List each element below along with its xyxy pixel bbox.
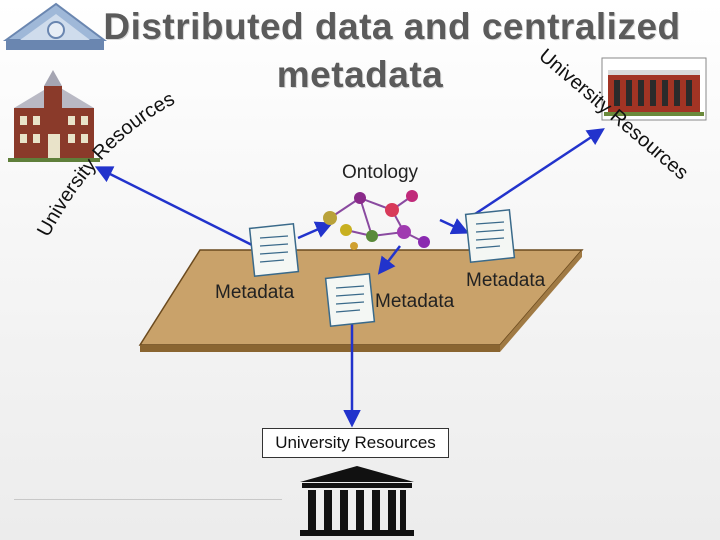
metadata-document-icon-right <box>464 209 516 263</box>
page-title-line2: metadata <box>276 54 444 95</box>
arrow-to-right-building <box>471 128 605 218</box>
metadata-label-right: Metadata <box>466 270 546 291</box>
arrow-to-left-building <box>94 166 253 247</box>
metadata-document-icon-center <box>324 273 376 327</box>
footer-divider <box>14 499 282 500</box>
metadata-document-icon-left <box>248 223 300 277</box>
ontology-label: Ontology <box>342 162 419 183</box>
logo-icon <box>2 2 107 50</box>
page-title-line1: Distributed data and centralized <box>103 6 681 47</box>
arrow-to-right-metadata <box>439 218 470 235</box>
university-building-bottom-icon <box>300 466 414 536</box>
ontology-graph-icon <box>323 190 430 250</box>
metadata-label-left: Metadata <box>215 282 295 303</box>
university-building-left-icon <box>8 70 100 162</box>
university-resources-box: University Resources <box>262 428 449 458</box>
arrow-to-ontology <box>297 221 334 240</box>
university-building-right-icon <box>601 57 707 121</box>
metadata-label-center: Metadata <box>375 291 455 312</box>
arrow-ontology-to-metadata <box>377 245 401 275</box>
